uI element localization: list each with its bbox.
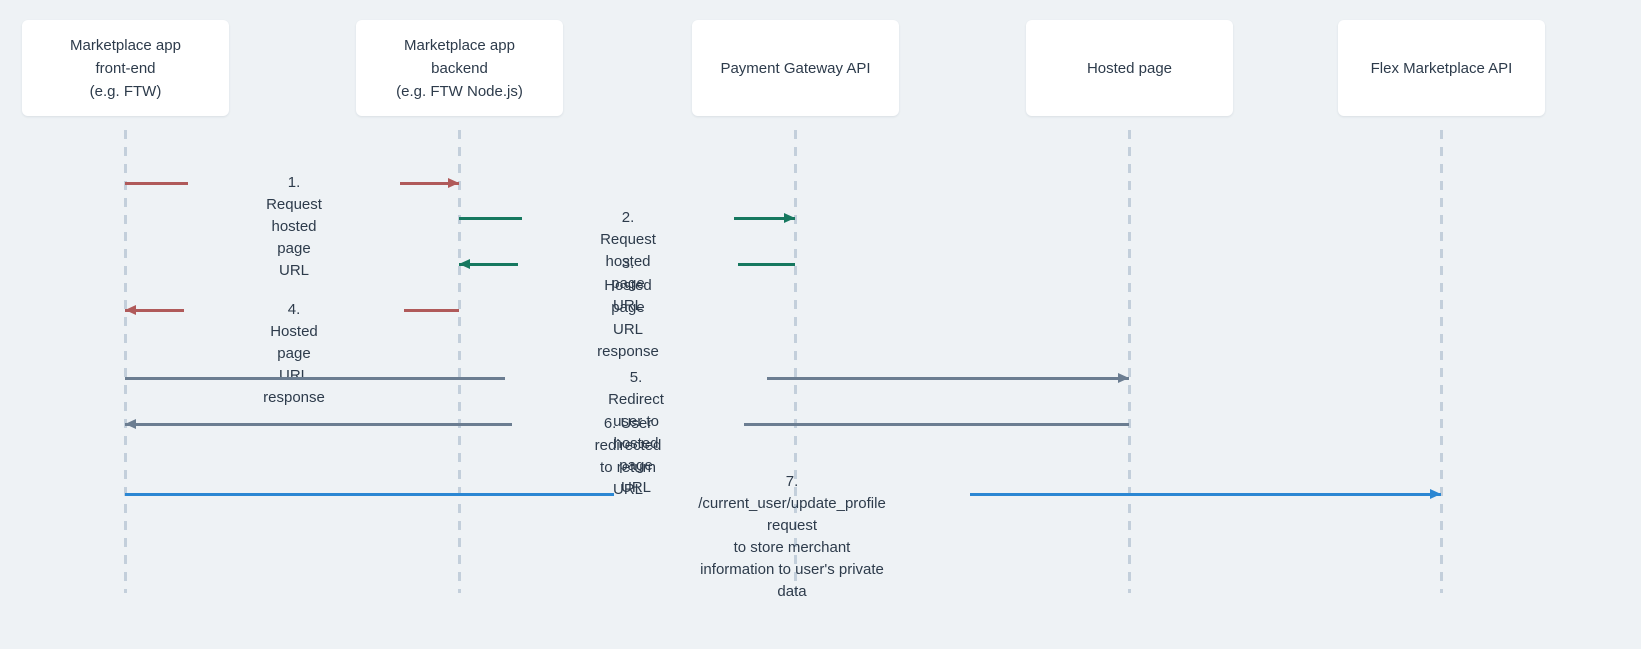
message-line [125,182,189,185]
lifeline-frontend [124,130,127,593]
arrowhead-right [784,213,795,223]
arrowhead-left [125,419,136,429]
message-line [403,309,459,312]
participant-hosted: Hosted page [1026,20,1233,116]
arrowhead-left [459,259,470,269]
participant-label: Marketplace app backend (e.g. FTW Node.j… [396,36,523,100]
message-line [737,263,795,266]
lifeline-flex [1440,130,1443,593]
message-line [459,263,519,266]
participant-gateway: Payment Gateway API [692,20,899,116]
participant-label: Marketplace app front-end (e.g. FTW) [70,36,181,100]
message-line [766,377,1129,380]
lifeline-backend [458,130,461,593]
participant-flex: Flex Marketplace API [1338,20,1545,116]
message-line [125,423,513,426]
message-line [733,217,795,220]
participant-label: Payment Gateway API [720,59,871,77]
arrowhead-left [125,305,136,315]
message-label: 3. Hosted page URL response [597,255,659,360]
message-label: 1. Request hosted page URL [266,174,322,279]
message-line [459,217,523,220]
lifeline-hosted [1128,130,1131,593]
participant-frontend: Marketplace app front-end (e.g. FTW) [22,20,229,116]
arrowhead-right [1118,373,1129,383]
participant-label: Hosted page [1086,59,1173,77]
message-line [125,377,506,380]
message-label: 5. Redirect user to hosted page URL [608,369,664,496]
message-line [970,493,1441,496]
lifeline-gateway [794,130,797,593]
message-line [125,493,614,496]
message-label: 7. /current_user/update_profile request … [698,473,886,600]
arrowhead-right [1430,489,1441,499]
message-label: 6. User redirected to return URL [594,415,662,498]
message-label: 4. Hosted page URL response [263,301,325,406]
participant-backend: Marketplace app backend (e.g. FTW Node.j… [356,20,563,116]
message-line [125,309,185,312]
message-line [743,423,1129,426]
participant-label: Flex Marketplace API [1370,59,1513,77]
message-label: 2. Request hosted page URL [600,209,656,314]
arrowhead-right [448,178,459,188]
message-line [399,182,459,185]
